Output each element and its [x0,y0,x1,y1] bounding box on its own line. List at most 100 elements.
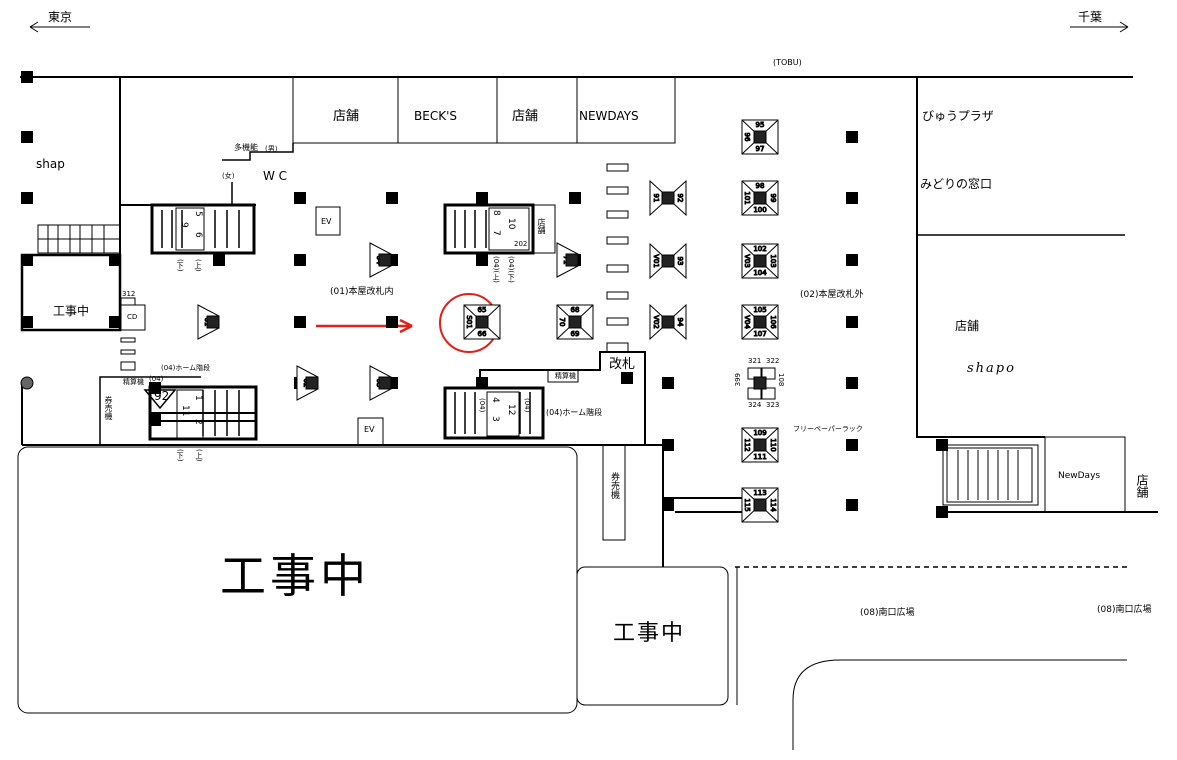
sign-number: 91 [652,194,660,203]
pillar [621,372,633,384]
south-plaza-2: (08)南口広場 [1097,605,1152,615]
stair-num: 10 [506,218,516,230]
stair-num: 8 [491,210,501,216]
stair-num: 11 [180,405,190,417]
direction-chiba: 千葉 [1078,10,1103,24]
sign-number: 109 [753,429,766,437]
cd-label: CD [127,313,138,321]
ad-sign: V02 94 [649,303,687,341]
sign-number: 99 [769,194,777,203]
n312: 312 [122,290,136,298]
sign-number: V02 [652,315,660,329]
construction-mid: 工事中 [613,621,686,646]
tobu-label: (TOBU) [773,58,802,67]
n04-a: (04) [478,398,486,413]
pillar [109,316,121,328]
women-label: (女) [222,172,235,180]
sign-number: 95 [756,121,765,129]
stair-num: 3 [490,416,500,422]
pillar [846,316,858,328]
sign-number: 103 [769,254,777,267]
pillar [21,192,33,204]
pillar [846,192,858,204]
sign-number: 115 [743,498,751,511]
newdays-right: NewDays [1058,471,1101,481]
midori-window: みどりの窓口 [920,177,993,191]
rack-108: 108 [777,373,785,387]
pillar [21,316,33,328]
sign-number: 97 [756,145,765,153]
sign-number: 107 [753,330,766,338]
ad-sign: 63 [369,365,392,401]
shop-newdays-top: NEWDAYS [579,109,639,123]
up-left-1: (上) [194,259,202,272]
pillar [213,254,225,266]
pillar [846,377,858,389]
shop-far-right: 店舗 [1135,474,1149,498]
pillar [149,382,161,394]
sign-number: 110 [769,438,777,451]
pillar [386,192,398,204]
sign-number: 66 [478,330,487,338]
rack-321: 321 [748,357,762,365]
stair-num: 1 [193,395,203,401]
pillar [662,439,674,451]
n04-left: (04) [149,375,164,383]
pillar [846,254,858,266]
sign-number: 104 [753,269,767,277]
ad-sign: 62 [296,365,319,401]
pillar [936,439,948,451]
sign-number: 105 [753,306,766,314]
seisan-center: 精算機 [555,372,576,380]
stair-num: 5 [193,211,203,217]
sign-number: 106 [769,315,777,329]
kenbaiki-left: 券売機 [104,396,113,420]
stair-num: 7 [491,230,501,236]
pillar [476,377,488,389]
free-paper-rack: フリーペーパーラック [793,425,863,433]
wc-label: W C [263,169,288,183]
home-stairs-left: (04)ホーム階段 [161,364,211,372]
pillar [846,499,858,511]
pillar [662,499,674,511]
ad-sign: 71 [556,242,579,278]
up-center: (04)(上) [492,256,500,283]
sign-number: 100 [753,206,766,214]
n92: 92 [154,389,170,403]
sign-number: V03 [743,254,751,268]
sign-number: 69 [571,330,580,338]
rack-323: 323 [766,401,780,409]
sign-number: 112 [743,438,751,451]
view-plaza: びゅうプラザ [922,109,994,123]
shop-small: 店舗 [537,218,546,234]
pillar [21,254,33,266]
construction-small: 工事中 [53,304,90,318]
up-left-2: (上) [195,449,203,462]
sign-number: 114 [769,498,777,512]
shop-right: 店舗 [955,319,980,333]
sign-number: 98 [756,182,765,190]
pillar [846,131,858,143]
ev-1: EV [321,217,332,226]
pillar [846,439,858,451]
sign-number: 94 [676,318,684,327]
pillar [294,316,306,328]
sign-number: V01 [652,254,660,268]
seisan-left: 精算機 [123,378,144,386]
sign-number: S01 [465,315,473,328]
pillar [662,377,674,389]
pillar [476,192,488,204]
pillar [476,254,488,266]
ad-sign: 64 [369,242,392,278]
zone-01-label: (01)本屋改札内 [330,287,394,297]
n202: 202 [514,240,528,248]
sign-number: 70 [558,318,566,327]
south-plaza-1: (08)南口広場 [860,608,915,618]
men-label: (男) [265,145,278,153]
